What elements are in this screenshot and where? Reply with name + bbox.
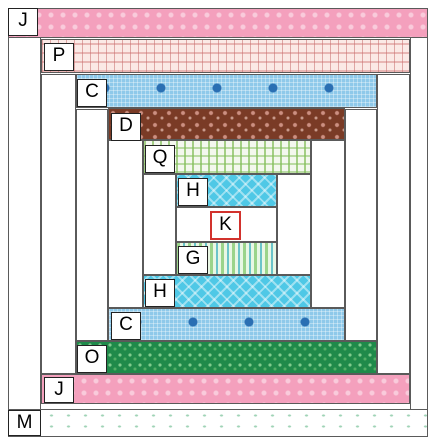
- left-rail-3: [76, 109, 108, 341]
- strip-c-bottom: [108, 308, 345, 341]
- left-rail-5: [143, 174, 176, 275]
- label-h-top: H: [178, 178, 208, 206]
- strip-c-top: [76, 74, 377, 108]
- strip-j-bottom: [41, 374, 410, 404]
- label-c-bottom: C: [111, 312, 141, 340]
- outer-left-rail: [8, 37, 41, 411]
- strip-p: [41, 39, 410, 73]
- label-k: K: [210, 211, 241, 240]
- label-h-bottom: H: [145, 279, 175, 307]
- strip-d: [108, 108, 345, 140]
- label-p: P: [44, 43, 74, 71]
- right-rail-4: [311, 140, 345, 308]
- label-g: G: [178, 246, 208, 274]
- strip-m: [8, 409, 428, 437]
- strip-j-top: [8, 8, 428, 38]
- label-o: O: [77, 345, 107, 373]
- left-rail-2: [41, 74, 76, 374]
- right-rail-3: [345, 109, 377, 341]
- strip-o: [76, 341, 377, 374]
- label-j-top: J: [8, 8, 38, 36]
- label-m: M: [8, 410, 41, 436]
- label-d: D: [111, 113, 141, 141]
- right-rail-5: [277, 174, 311, 275]
- left-rail-4: [108, 140, 143, 308]
- label-j-bottom: J: [44, 377, 74, 403]
- label-q: Q: [145, 145, 175, 173]
- outer-right-rail: [410, 37, 428, 411]
- label-c-top: C: [77, 79, 107, 107]
- right-rail-2: [377, 74, 410, 374]
